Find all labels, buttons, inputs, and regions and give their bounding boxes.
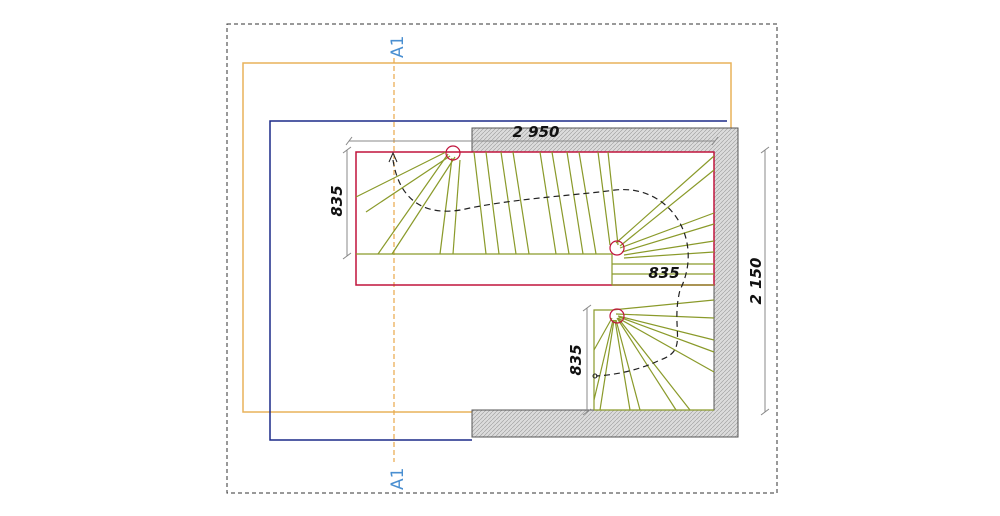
section-marker-bottom: A1 xyxy=(388,468,408,490)
dim-overall-depth: 2 150 xyxy=(747,258,765,305)
orange-outline xyxy=(242,62,732,413)
wall-hatch xyxy=(471,127,739,438)
dim-lower-flight-width: 835 xyxy=(567,344,585,375)
dim-upper-flight-width: 835 xyxy=(328,185,346,216)
blue-outline xyxy=(269,120,727,441)
dim-landing-width: 835 xyxy=(648,264,679,282)
upper-flight xyxy=(355,145,715,286)
lower-flight xyxy=(593,299,715,411)
section-marker-top: A1 xyxy=(388,36,408,58)
walking-line-start xyxy=(592,373,598,379)
dimension-upper-flight xyxy=(342,146,352,260)
dimension-depth xyxy=(760,146,770,416)
drawing-frame xyxy=(226,23,778,494)
dimension-width xyxy=(345,136,719,146)
dimension-lower-flight xyxy=(582,304,592,416)
walking-line-arrow xyxy=(388,151,398,163)
dim-overall-width: 2 950 xyxy=(513,123,560,141)
walking-line xyxy=(392,159,689,377)
